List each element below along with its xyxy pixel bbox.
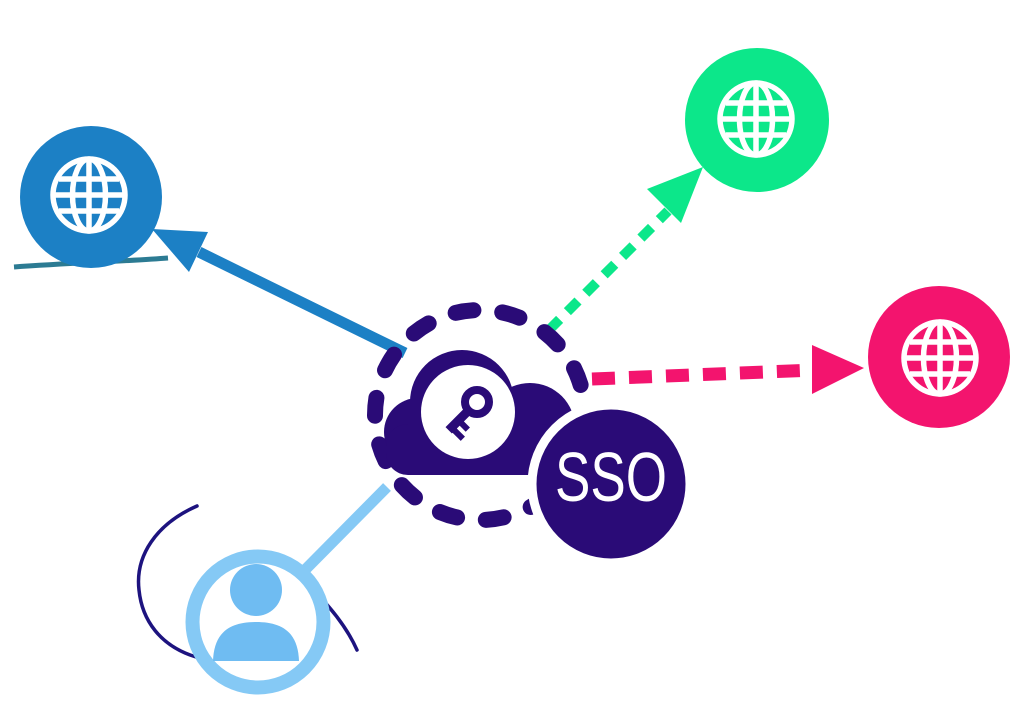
globe-icon <box>904 322 976 394</box>
user-head <box>230 564 282 616</box>
arrow-pink <box>591 345 864 394</box>
user-icon <box>213 564 299 661</box>
sso-label: SSO <box>555 438 667 516</box>
user-node <box>185 549 331 695</box>
arrow-blue-line <box>196 247 408 358</box>
service-node-green <box>685 48 829 192</box>
user-body <box>213 622 299 661</box>
arrow-green-line <box>545 207 672 334</box>
service-node-blue <box>20 126 162 268</box>
arrow-green-head <box>647 167 703 223</box>
user-orbit-arc-left <box>136 504 199 659</box>
sso-badge: SSO <box>527 400 695 568</box>
hub <box>367 302 593 528</box>
arrow-blue <box>152 229 408 358</box>
service-node-pink <box>868 286 1010 428</box>
arrow-blue-head <box>152 229 208 272</box>
arrow-pink-head <box>812 345 864 394</box>
arrow-pink-line <box>591 363 816 386</box>
sso-badge-circle <box>527 400 695 568</box>
user-hub-connector-line <box>291 483 391 584</box>
arrow-green <box>545 167 703 334</box>
key-icon <box>445 386 493 441</box>
globe-icon <box>720 83 792 155</box>
globe-icon <box>53 159 125 231</box>
